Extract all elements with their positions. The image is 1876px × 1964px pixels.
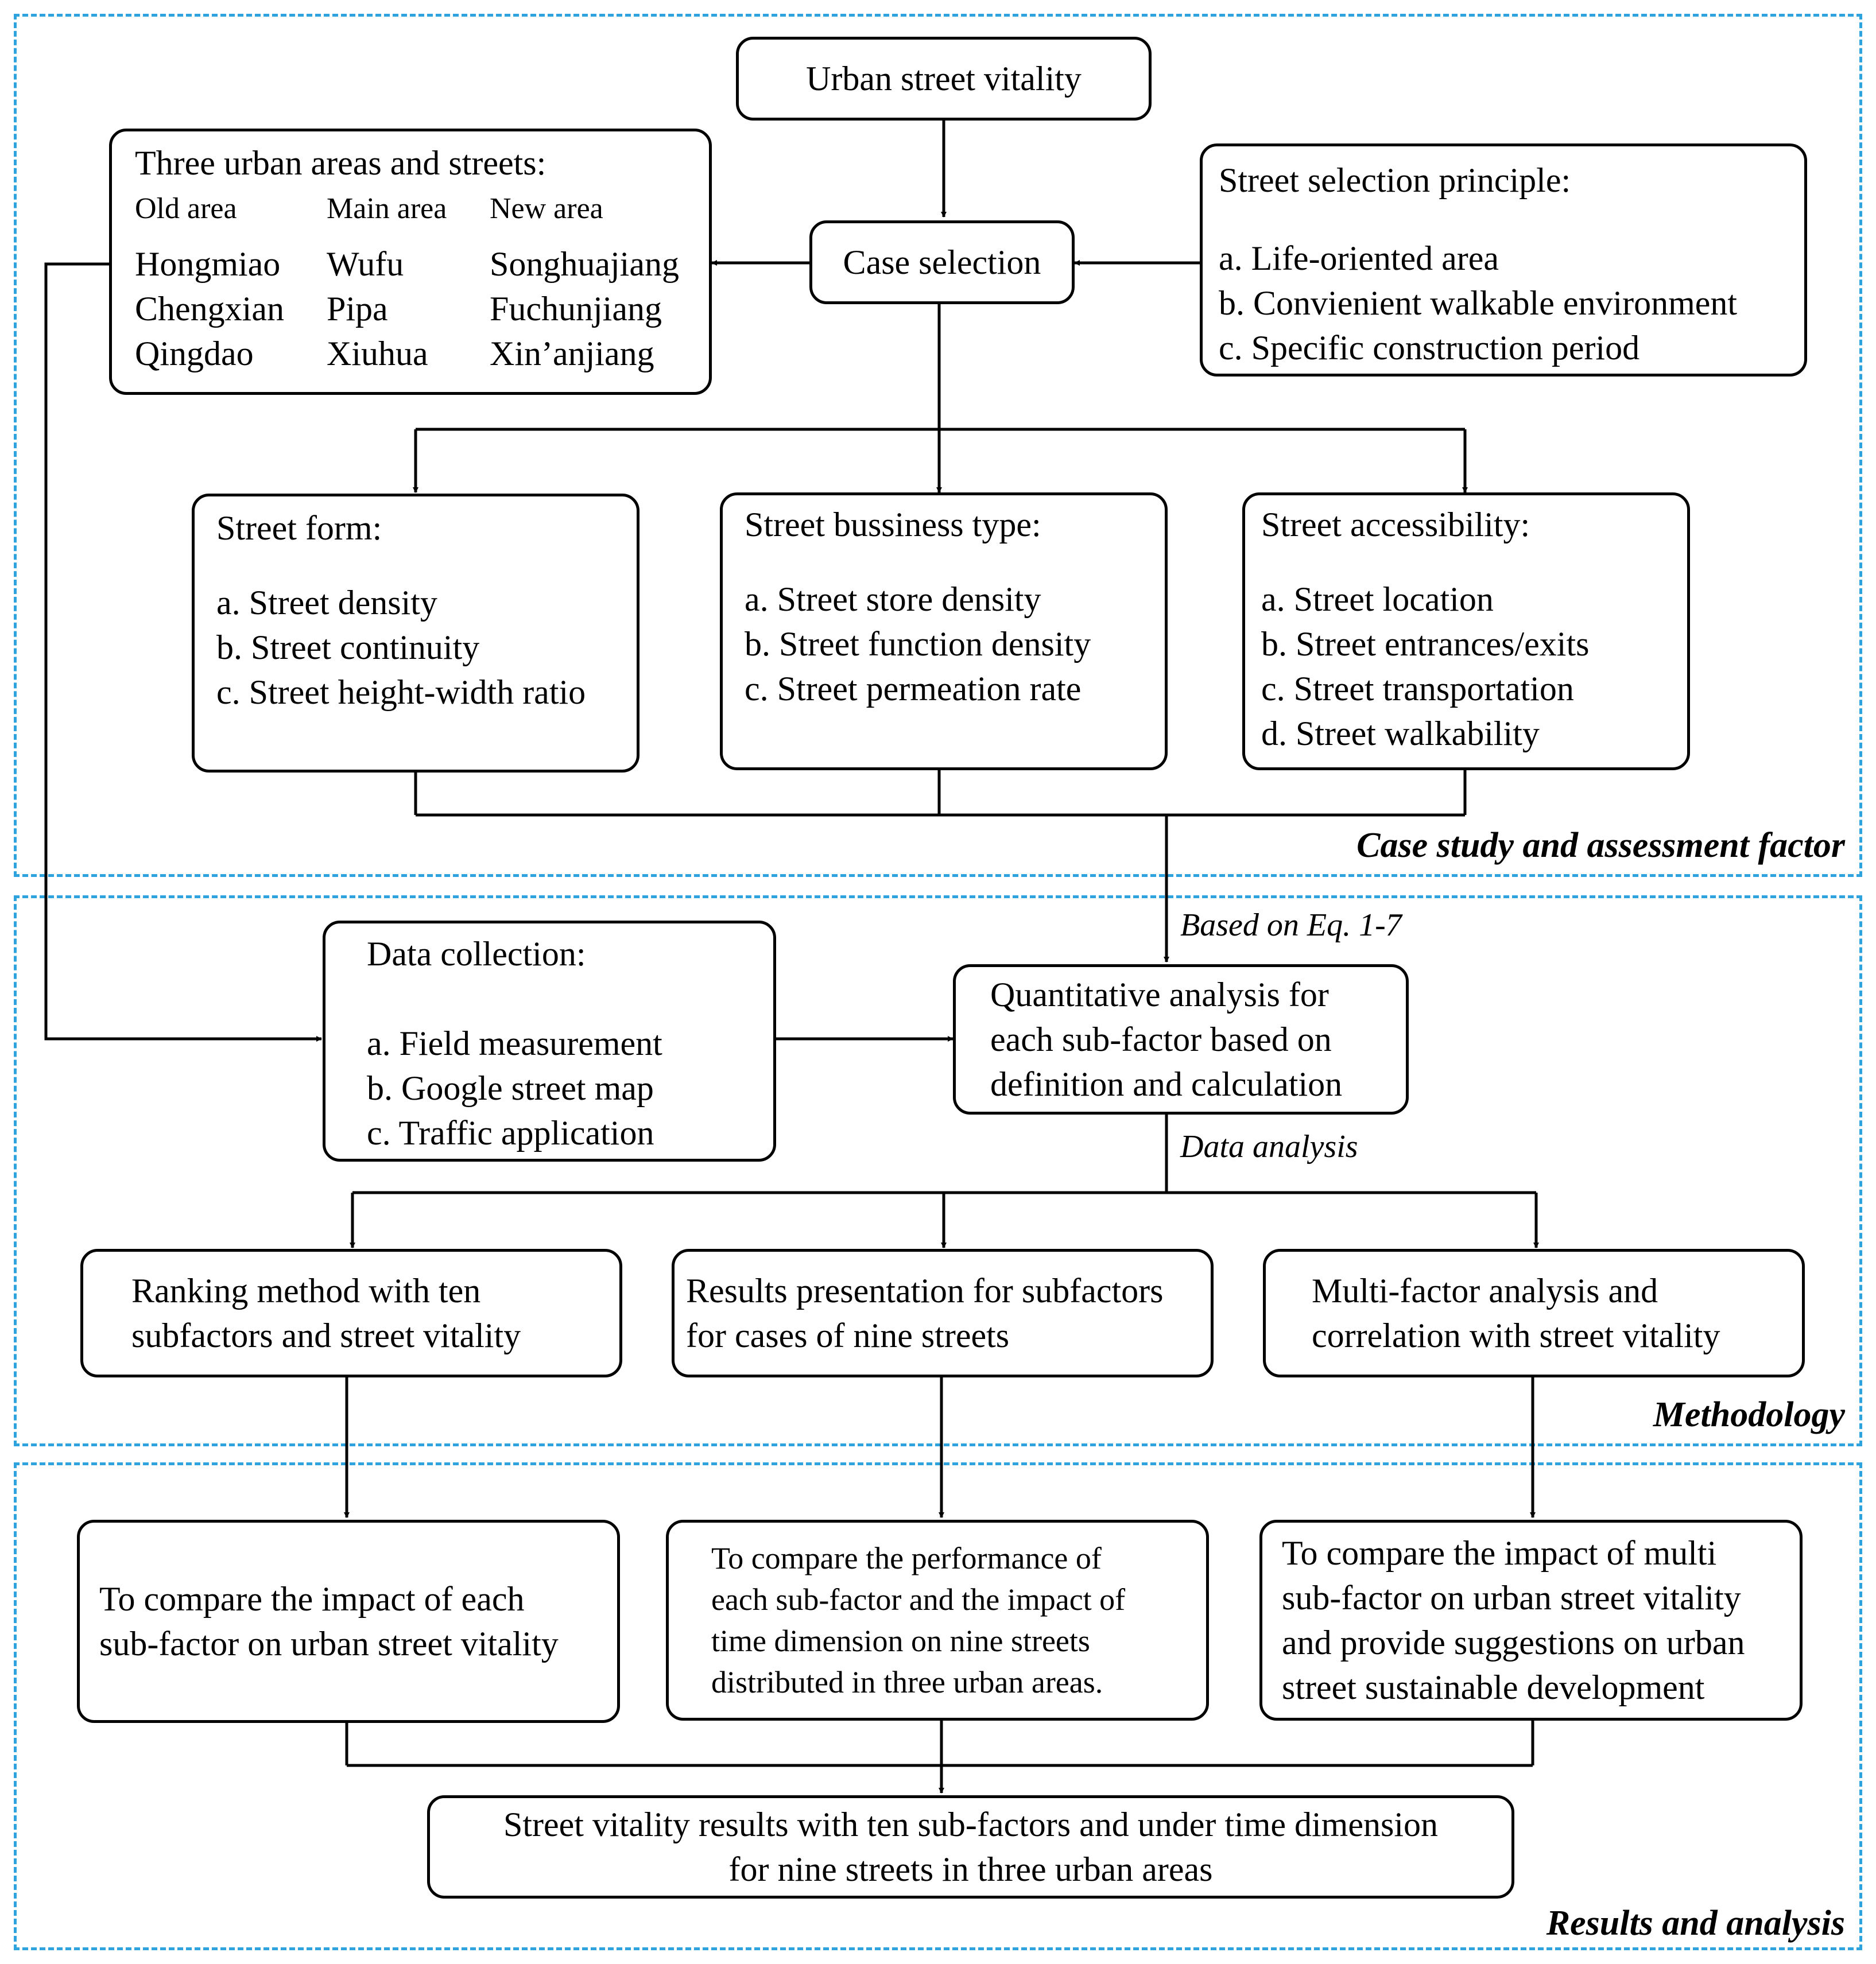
street-name: Chengxian: [135, 290, 284, 328]
street-form-title: Street form:: [216, 509, 382, 547]
street-business-item: c. Street permeation rate: [745, 670, 1082, 708]
compare2-line: each sub-factor and the impact of: [711, 1582, 1126, 1617]
multi-line: Multi-factor analysis and: [1312, 1272, 1658, 1310]
presentation-line: for cases of nine streets: [686, 1317, 1010, 1354]
quant-line: Quantitative analysis for: [990, 976, 1329, 1014]
area-header-main: Main area: [327, 192, 447, 225]
area-column-new: New area Songhuajiang Fuchunjiang Xin’an…: [490, 189, 679, 376]
section-label-case-study: Case study and assessment factor: [1356, 826, 1845, 865]
street-accessibility-item: b. Street entrances/exits: [1261, 625, 1590, 663]
section-label-results: Results and analysis: [1546, 1904, 1845, 1943]
area-header-new: New area: [490, 192, 603, 225]
street-name: Wufu: [327, 245, 404, 283]
compare2-line: To compare the performance of: [711, 1541, 1102, 1575]
compare3-line: and provide suggestions on urban: [1282, 1624, 1745, 1662]
urban-areas-title: Three urban areas and streets:: [135, 144, 546, 182]
case-selection-box: Case selection: [809, 220, 1075, 304]
compare-impact-box: To compare the impact of each sub-factor…: [77, 1520, 620, 1723]
street-business-box: Street bussiness type: a. Street store d…: [720, 492, 1168, 770]
selection-principle-box: Street selection principle: a. Life-orie…: [1200, 143, 1807, 377]
street-accessibility-item: d. Street walkability: [1261, 715, 1540, 752]
compare2-line: time dimension on nine streets: [711, 1624, 1090, 1658]
selection-principle-title: Street selection principle:: [1219, 161, 1571, 199]
compare3-line: To compare the impact of multi: [1282, 1534, 1717, 1572]
data-collection-item: b. Google street map: [367, 1069, 654, 1107]
quant-line: definition and calculation: [990, 1065, 1343, 1103]
street-name: Xiuhua: [327, 335, 428, 372]
street-accessibility-item: c. Street transportation: [1261, 670, 1574, 708]
street-name: Xin’anjiang: [490, 335, 654, 372]
final-line: for nine streets in three urban areas: [728, 1850, 1213, 1888]
quantitative-analysis-box: Quantitative analysis for each sub-facto…: [953, 964, 1409, 1115]
area-column-main: Main area Wufu Pipa Xiuhua: [327, 189, 490, 376]
street-business-title: Street bussiness type:: [745, 506, 1041, 544]
street-name: Qingdao: [135, 335, 254, 372]
section-results: [14, 1462, 1862, 1950]
street-name: Pipa: [327, 290, 388, 328]
street-form-item: a. Street density: [216, 584, 437, 622]
street-accessibility-title: Street accessibility:: [1261, 506, 1530, 544]
multi-factor-box: Multi-factor analysis and correlation wi…: [1263, 1249, 1805, 1377]
data-collection-item: c. Traffic application: [367, 1114, 654, 1152]
data-collection-item: a. Field measurement: [367, 1024, 662, 1062]
section-label-methodology: Methodology: [1653, 1395, 1845, 1434]
urban-areas-box: Three urban areas and streets: Old area …: [109, 129, 712, 395]
street-accessibility-box: Street accessibility: a. Street location…: [1242, 492, 1690, 770]
data-collection-title: Data collection:: [367, 935, 586, 973]
compare2-line: distributed in three urban areas.: [711, 1665, 1103, 1699]
multi-line: correlation with street vitality: [1312, 1317, 1720, 1354]
results-presentation-box: Results presentation for subfactors for …: [672, 1249, 1214, 1377]
compare-performance-box: To compare the performance of each sub-f…: [666, 1520, 1209, 1721]
area-header-old: Old area: [135, 192, 237, 225]
street-name: Hongmiao: [135, 245, 281, 283]
final-results-box: Street vitality results with ten sub-fac…: [427, 1795, 1514, 1899]
street-form-box: Street form: a. Street density b. Street…: [192, 494, 639, 773]
case-selection-label: Case selection: [843, 243, 1041, 281]
compare1-line: To compare the impact of each: [99, 1580, 525, 1618]
area-column-old: Old area Hongmiao Chengxian Qingdao: [135, 189, 327, 376]
annotation-data-analysis: Data analysis: [1180, 1129, 1358, 1165]
final-line: Street vitality results with ten sub-fac…: [503, 1806, 1438, 1843]
compare3-line: sub-factor on urban street vitality: [1282, 1579, 1741, 1617]
data-collection-box: Data collection: a. Field measurement b.…: [323, 921, 776, 1162]
line-areas-to-data: [44, 262, 322, 1042]
street-name: Fuchunjiang: [490, 290, 662, 328]
principle-item: c. Specific construction period: [1219, 329, 1640, 367]
section-methodology: [14, 895, 1862, 1446]
urban-street-vitality-box: Urban street vitality: [736, 37, 1152, 121]
street-form-item: c. Street height-width ratio: [216, 673, 586, 711]
compare-multi-box: To compare the impact of multi sub-facto…: [1259, 1520, 1803, 1721]
compare1-line: sub-factor on urban street vitality: [99, 1625, 559, 1663]
compare3-line: street sustainable development: [1282, 1668, 1705, 1706]
annotation-based-on: Based on Eq. 1-7: [1180, 907, 1402, 943]
quant-line: each sub-factor based on: [990, 1020, 1332, 1058]
section-case-study: [14, 14, 1862, 877]
presentation-line: Results presentation for subfactors: [686, 1272, 1164, 1310]
principle-item: b. Convienient walkable environment: [1219, 284, 1738, 322]
urban-street-vitality-label: Urban street vitality: [806, 60, 1082, 98]
ranking-line: subfactors and street vitality: [131, 1317, 521, 1354]
street-name: Songhuajiang: [490, 245, 679, 283]
ranking-method-box: Ranking method with ten subfactors and s…: [80, 1249, 622, 1377]
street-form-item: b. Street continuity: [216, 628, 480, 666]
ranking-line: Ranking method with ten: [131, 1272, 481, 1310]
principle-item: a. Life-oriented area: [1219, 239, 1499, 277]
street-business-item: a. Street store density: [745, 580, 1041, 618]
urban-areas-columns: Old area Hongmiao Chengxian Qingdao Main…: [135, 189, 709, 376]
street-business-item: b. Street function density: [745, 625, 1091, 663]
street-accessibility-item: a. Street location: [1261, 580, 1494, 618]
